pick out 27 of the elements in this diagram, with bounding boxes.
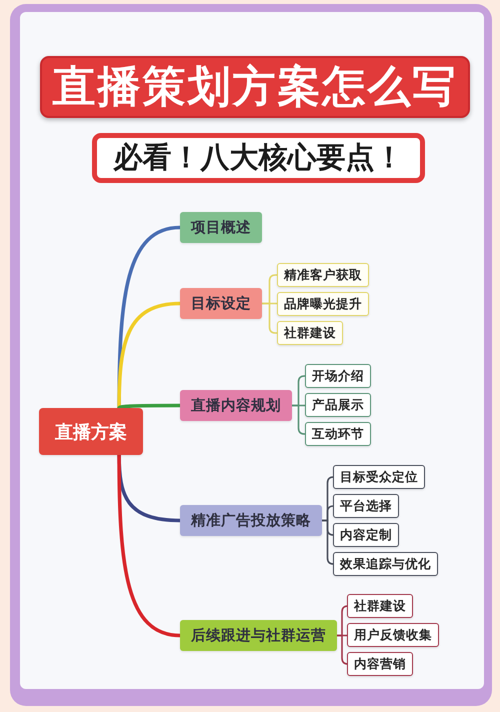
branch-curve	[117, 453, 182, 638]
subtopic-box: 社群建设	[277, 321, 343, 345]
branch-curve	[117, 404, 182, 410]
topic-box: 目标设定	[180, 288, 262, 319]
title-banner: 直播策划方案怎么写	[40, 56, 470, 118]
subtopic-box: 目标受众定位	[333, 465, 425, 489]
topic-box: 精准广告投放策略	[180, 505, 322, 536]
subtopic-box: 开场介绍	[305, 364, 371, 388]
subtitle-banner: 必看！八大核心要点！	[92, 133, 425, 183]
subtopic-box: 精准客户获取	[277, 263, 369, 287]
subtopic-box: 平台选择	[333, 494, 399, 518]
subtopic-box: 互动环节	[305, 422, 371, 446]
connector-line	[336, 634, 349, 665]
connector-line	[261, 302, 278, 334]
subtopic-box: 产品展示	[305, 393, 371, 417]
connector-line	[291, 404, 306, 435]
subtopic-box: 社群建设	[347, 594, 413, 618]
subtopic-box: 内容营销	[347, 652, 413, 676]
connector-line	[321, 520, 334, 565]
topic-box: 后续跟进与社群运营	[180, 620, 337, 651]
central-topic-box: 直播方案	[39, 408, 143, 455]
subtopic-box: 品牌曝光提升	[277, 292, 369, 316]
topic-box: 直播内容规划	[180, 390, 292, 421]
subtopic-box: 效果追踪与优化	[333, 552, 438, 576]
subtopic-box: 用户反馈收集	[347, 623, 439, 647]
topic-box: 项目概述	[180, 212, 262, 243]
subtopic-box: 内容定制	[333, 523, 399, 547]
